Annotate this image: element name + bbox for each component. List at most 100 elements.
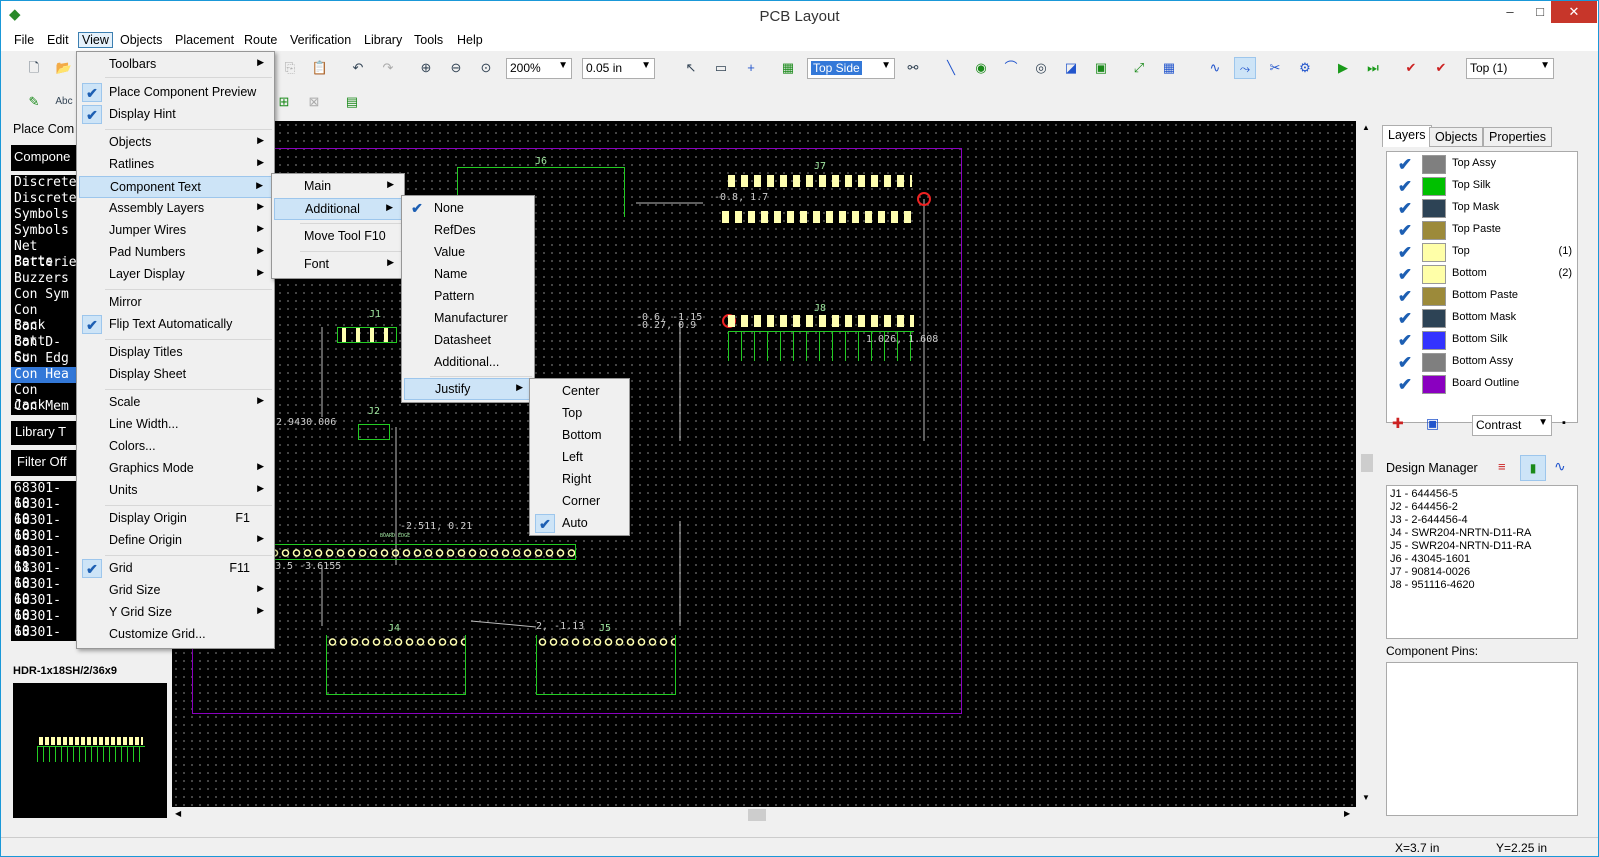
menu-item-none[interactable]: ✔None	[404, 198, 532, 220]
menu-item-display-hint[interactable]: ✔Display Hint	[79, 104, 272, 126]
scroll-right-icon[interactable]: ▶	[1344, 809, 1351, 818]
menu-item-font[interactable]: Font▶	[274, 254, 402, 276]
menu-item-jumper-wires[interactable]: Jumper Wires▶	[79, 220, 272, 242]
checkbox-icon[interactable]: ✔	[1397, 243, 1413, 262]
list-item[interactable]: 68301-10	[14, 481, 61, 511]
list-item[interactable]: 68301-10	[14, 513, 61, 543]
arc-icon[interactable]: ⌒	[1004, 60, 1018, 75]
list-item[interactable]: 68301-10	[14, 577, 61, 607]
list-item[interactable]: J5 - SWR204-NRTN-D11-RA	[1390, 540, 1532, 552]
menu-item-toolbars[interactable]: Toolbars▶	[79, 54, 272, 76]
components-view-icon[interactable]: ▮	[1520, 455, 1546, 481]
layer-settings-icon[interactable]: ▣	[1426, 415, 1440, 431]
scroll-left-icon[interactable]: ◀	[175, 809, 182, 818]
menu-item-additional[interactable]: Additional▶	[274, 198, 402, 220]
contrast-select[interactable]: Contrast▼	[1472, 415, 1552, 436]
menu-help[interactable]: Help	[457, 33, 483, 47]
menu-item-left[interactable]: Left	[532, 447, 627, 469]
polygon-icon[interactable]: ◪	[1064, 60, 1078, 75]
menu-verification[interactable]: Verification	[290, 33, 352, 47]
menu-item-center[interactable]: Center	[532, 381, 627, 403]
menu-item-scale[interactable]: Scale▶	[79, 392, 272, 414]
menu-placement[interactable]: Placement	[175, 33, 235, 47]
distribute-icon[interactable]: ⊠	[308, 94, 320, 109]
text-icon[interactable]: Abc	[55, 96, 73, 107]
zoom-select[interactable]: 200%▼	[506, 58, 572, 79]
maximize-icon[interactable]: □	[1536, 4, 1544, 19]
ruler-icon[interactable]: ▭	[714, 60, 728, 75]
menu-view[interactable]: View	[78, 32, 113, 48]
scroll-up-icon[interactable]: ▲	[1362, 123, 1370, 132]
list-item[interactable]: Con Jack	[14, 383, 46, 413]
pad-icon[interactable]: ◎	[1035, 60, 1047, 75]
menu-item-units[interactable]: Units▶	[79, 480, 272, 502]
vertical-scrollbar[interactable]: ▲ ▼	[1359, 121, 1375, 807]
copy-icon[interactable]: ⎘	[284, 60, 296, 75]
list-item-selected[interactable]: Con Hea	[11, 367, 77, 383]
edit-component-icon[interactable]: ✎	[28, 94, 40, 109]
minimize-icon[interactable]: –	[1506, 4, 1514, 19]
menu-item-define-origin[interactable]: Define Origin▶	[79, 530, 272, 552]
menu-item-display-sheet[interactable]: Display Sheet	[79, 364, 272, 386]
filter-icon[interactable]: ≡	[1498, 459, 1506, 474]
layer-row[interactable]: ✔Bottom Assy	[1390, 352, 1576, 374]
menu-item-grid-size[interactable]: Grid Size▶	[79, 580, 272, 602]
list-item[interactable]: Symbols	[14, 207, 69, 222]
menu-item-right[interactable]: Right	[532, 469, 627, 491]
run-icon[interactable]: ▶	[1338, 60, 1348, 75]
checkbox-icon[interactable]: ✔	[1397, 221, 1413, 240]
redo-icon[interactable]: ↷	[382, 60, 394, 75]
menu-item-refdes[interactable]: RefDes	[404, 220, 532, 242]
menu-item-datasheet[interactable]: Datasheet	[404, 330, 532, 352]
wire-icon[interactable]: ╲	[947, 60, 955, 75]
layer-select[interactable]: Top (1)▼	[1466, 58, 1554, 79]
run-step-icon[interactable]: ⏭	[1367, 60, 1379, 75]
checkbox-icon[interactable]: ✔	[1397, 199, 1413, 218]
menu-item-place-component-preview[interactable]: ✔Place Component Preview	[79, 82, 272, 104]
list-item[interactable]: 68301-10	[14, 593, 61, 623]
menu-item-component-text[interactable]: Component Text▶	[79, 176, 272, 198]
open-icon[interactable]: 📂	[55, 60, 73, 75]
list-item[interactable]: Net Ports	[14, 239, 54, 269]
list-item[interactable]: 68301-10	[14, 497, 61, 527]
dimension-icon[interactable]: ⤢	[1133, 60, 1145, 75]
list-item[interactable]: J1 - 644456-5	[1390, 488, 1458, 500]
menu-item-graphics-mode[interactable]: Graphics Mode▶	[79, 458, 272, 480]
list-item[interactable]: Con Edg	[14, 351, 69, 366]
list-item[interactable]: Con Sym	[14, 287, 69, 302]
menu-file[interactable]: File	[14, 33, 35, 47]
menu-item-move-tool[interactable]: Move Tool F10	[274, 226, 402, 248]
scroll-down-icon[interactable]: ▼	[1362, 793, 1370, 802]
menu-item-corner[interactable]: Corner	[532, 491, 627, 513]
list-item[interactable]: Batteries	[14, 255, 77, 270]
layer-row[interactable]: ✔Top Mask	[1390, 198, 1576, 220]
close-icon[interactable]: ✕	[1551, 1, 1597, 23]
layer-row[interactable]: ✔Top(1)	[1390, 242, 1576, 264]
layer-options-icon[interactable]: ▪	[1562, 417, 1566, 429]
menu-item-ratlines[interactable]: Ratlines▶	[79, 154, 272, 176]
scroll-thumb[interactable]	[748, 809, 766, 821]
menu-item-main[interactable]: Main▶	[274, 176, 402, 198]
layer-row[interactable]: ✔Bottom(2)	[1390, 264, 1576, 286]
menu-item-additional-more[interactable]: Additional...	[404, 352, 532, 374]
horizontal-scrollbar[interactable]: ◀ ▶	[172, 807, 1359, 823]
tab-layers[interactable]: Layers	[1382, 125, 1432, 147]
menu-item-pad-numbers[interactable]: Pad Numbers▶	[79, 242, 272, 264]
menu-item-layer-display[interactable]: Layer Display▶	[79, 264, 272, 286]
list-item[interactable]: 68301-11	[14, 545, 61, 575]
menu-library[interactable]: Library	[364, 33, 403, 47]
checkbox-icon[interactable]: ✔	[1397, 287, 1413, 306]
list-item[interactable]: Con Mem	[14, 399, 69, 414]
layer-row[interactable]: ✔Bottom Mask	[1390, 308, 1576, 330]
list-item[interactable]: J3 - 2-644456-4	[1390, 514, 1468, 526]
menu-tools[interactable]: Tools	[414, 33, 444, 47]
layer-row[interactable]: ✔Bottom Silk	[1390, 330, 1576, 352]
menu-item-customize-grid[interactable]: Customize Grid...	[79, 624, 272, 646]
list-item[interactable]: Con Batt	[14, 319, 46, 349]
tab-properties[interactable]: Properties	[1483, 127, 1552, 147]
menu-item-mirror[interactable]: Mirror	[79, 292, 272, 314]
menu-item-y-grid-size[interactable]: Y Grid Size▶	[79, 602, 272, 624]
nets-view-icon[interactable]: ∿	[1554, 458, 1566, 474]
